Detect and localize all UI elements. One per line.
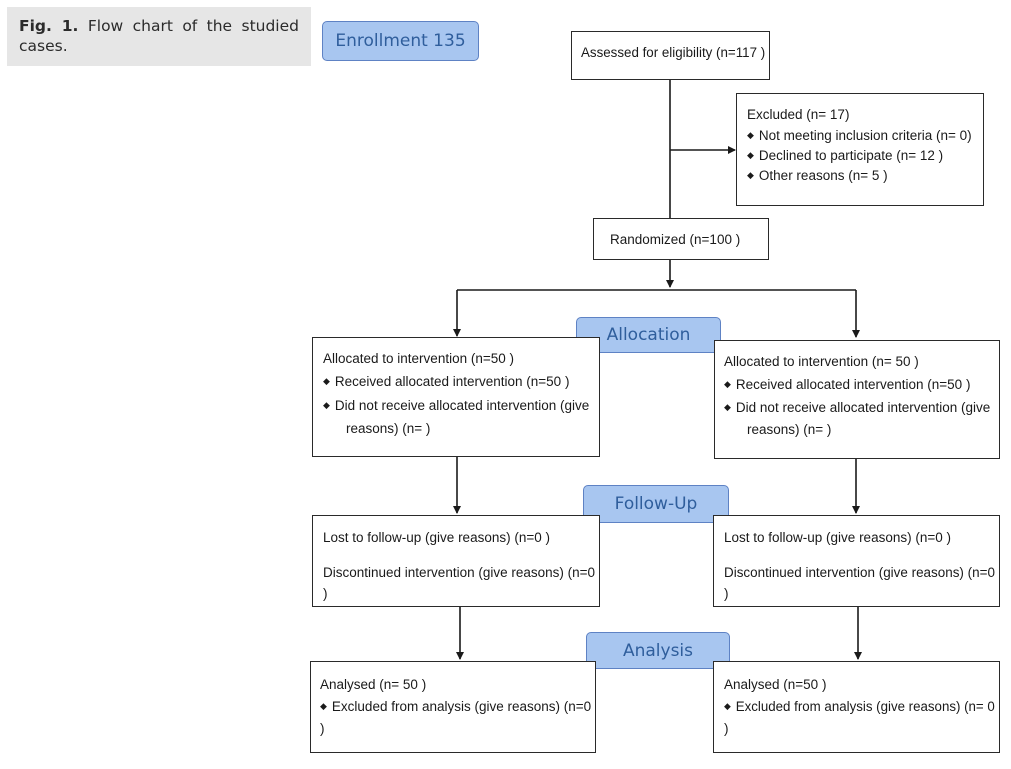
phase-allocation: Allocation: [576, 317, 721, 353]
excluded-item: ◆ Not meeting inclusion criteria (n= 0): [747, 128, 972, 143]
excluded-item: ◆ Declined to participate (n= 12 ): [747, 148, 943, 163]
excluded-item-label: Not meeting inclusion criteria (n= 0): [758, 128, 972, 143]
followup-right-discontinued-cont: ): [724, 586, 729, 601]
followup-left-discontinued: Discontinued intervention (give reasons)…: [323, 565, 596, 580]
excluded-item-label: Other reasons (n= 5 ): [758, 168, 888, 183]
assessed-text: Assessed for eligibility (n=117 ): [581, 45, 766, 60]
randomized-box: Randomized (n=100 ): [593, 218, 769, 260]
bullet-icon: ◆: [747, 150, 754, 160]
allocation-left-not-received-cont: reasons) (n= ): [346, 421, 431, 436]
bullet-icon: ◆: [320, 701, 327, 711]
figure-caption: Fig. 1. Flow chart of the studied cases.: [7, 7, 311, 66]
analysis-left-analysed: Analysed (n= 50 ): [320, 677, 427, 692]
allocation-right-received-label: Received allocated intervention (n=50 ): [735, 377, 971, 392]
phase-followup: Follow-Up: [583, 485, 729, 523]
followup-left-lost: Lost to follow-up (give reasons) (n=0 ): [323, 530, 550, 545]
allocation-left-received: ◆ Received allocated intervention (n=50 ): [323, 374, 569, 389]
allocation-right-not-received: ◆ Did not receive allocated intervention …: [724, 400, 990, 415]
excluded-item-label: Declined to participate (n= 12 ): [758, 148, 944, 163]
excluded-title: Excluded (n= 17): [747, 107, 850, 122]
followup-right-discontinued: Discontinued intervention (give reasons)…: [724, 565, 995, 580]
allocation-left-not-received: ◆ Did not receive allocated intervention …: [323, 398, 589, 413]
bullet-icon: ◆: [724, 701, 731, 711]
analysis-left-box: Analysed (n= 50 ) ◆ Excluded from analysi…: [310, 661, 596, 753]
allocation-right-not-received-label: Did not receive allocated intervention (…: [735, 400, 991, 415]
followup-left-box: Lost to follow-up (give reasons) (n=0 ) …: [312, 515, 600, 607]
allocation-right-box: Allocated to intervention (n= 50 ) ◆ Rece…: [714, 340, 1000, 459]
allocation-right-not-received-cont: reasons) (n= ): [747, 422, 832, 437]
allocation-left-box: Allocated to intervention (n=50 ) ◆ Recei…: [312, 337, 600, 457]
bullet-icon: ◆: [724, 379, 731, 389]
analysis-right-excluded: ◆ Excluded from analysis (give reasons) (…: [724, 699, 995, 714]
followup-right-lost: Lost to follow-up (give reasons) (n=0 ): [724, 530, 951, 545]
excluded-box: Excluded (n= 17) ◆ Not meeting inclusion …: [736, 93, 984, 206]
analysis-left-excluded-label: Excluded from analysis (give reasons) (n…: [331, 699, 592, 714]
figure-caption-text: Flow chart of the studied cases.: [19, 17, 299, 55]
bullet-icon: ◆: [323, 400, 330, 410]
followup-left-discontinued-cont: ): [323, 586, 328, 601]
analysis-left-excluded: ◆ Excluded from analysis (give reasons) (…: [320, 699, 591, 714]
phase-enrollment: Enrollment 135: [322, 21, 479, 61]
analysis-right-excluded-cont: ): [724, 721, 729, 736]
bullet-icon: ◆: [747, 170, 754, 180]
bullet-icon: ◆: [747, 130, 754, 140]
analysis-right-analysed: Analysed (n=50 ): [724, 677, 827, 692]
randomized-text: Randomized (n=100 ): [610, 232, 741, 247]
allocation-left-received-label: Received allocated intervention (n=50 ): [334, 374, 570, 389]
phase-analysis: Analysis: [586, 632, 730, 669]
analysis-left-excluded-cont: ): [320, 721, 325, 736]
assessed-box: Assessed for eligibility (n=117 ): [571, 31, 770, 80]
bullet-icon: ◆: [323, 376, 330, 386]
bullet-icon: ◆: [724, 402, 731, 412]
figure-label: Fig. 1.: [19, 17, 79, 35]
allocation-left-not-received-label: Did not receive allocated intervention (…: [334, 398, 590, 413]
excluded-item: ◆ Other reasons (n= 5 ): [747, 168, 888, 183]
allocation-right-received: ◆ Received allocated intervention (n=50 ): [724, 377, 970, 392]
allocation-left-title: Allocated to intervention (n=50 ): [323, 351, 514, 366]
analysis-right-excluded-label: Excluded from analysis (give reasons) (n…: [735, 699, 995, 714]
allocation-right-title: Allocated to intervention (n= 50 ): [724, 354, 919, 369]
followup-right-box: Lost to follow-up (give reasons) (n=0 ) …: [713, 515, 1000, 607]
analysis-right-box: Analysed (n=50 ) ◆ Excluded from analysis…: [713, 661, 1000, 753]
